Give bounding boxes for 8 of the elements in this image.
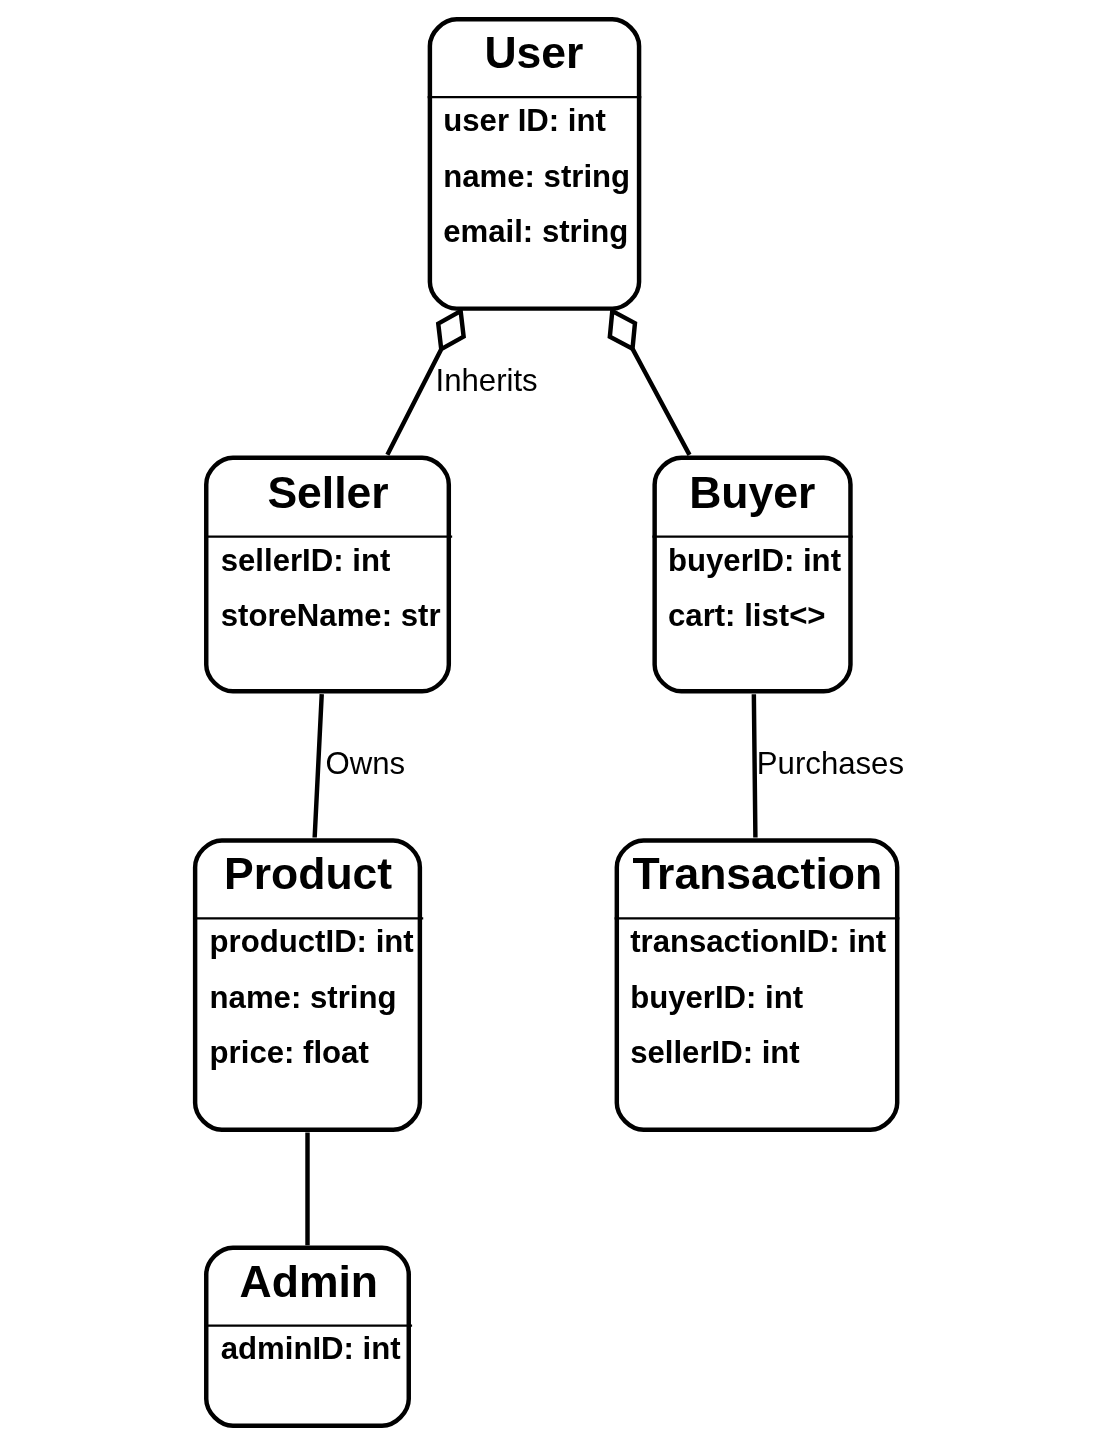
edge-label: Owns <box>325 746 406 782</box>
connector <box>312 694 324 838</box>
connector <box>751 694 758 838</box>
edge-label: Purchases <box>756 746 905 782</box>
connector <box>305 1132 310 1246</box>
connector <box>385 307 466 456</box>
edge-label: Inherits <box>435 363 538 399</box>
connector <box>607 307 692 456</box>
